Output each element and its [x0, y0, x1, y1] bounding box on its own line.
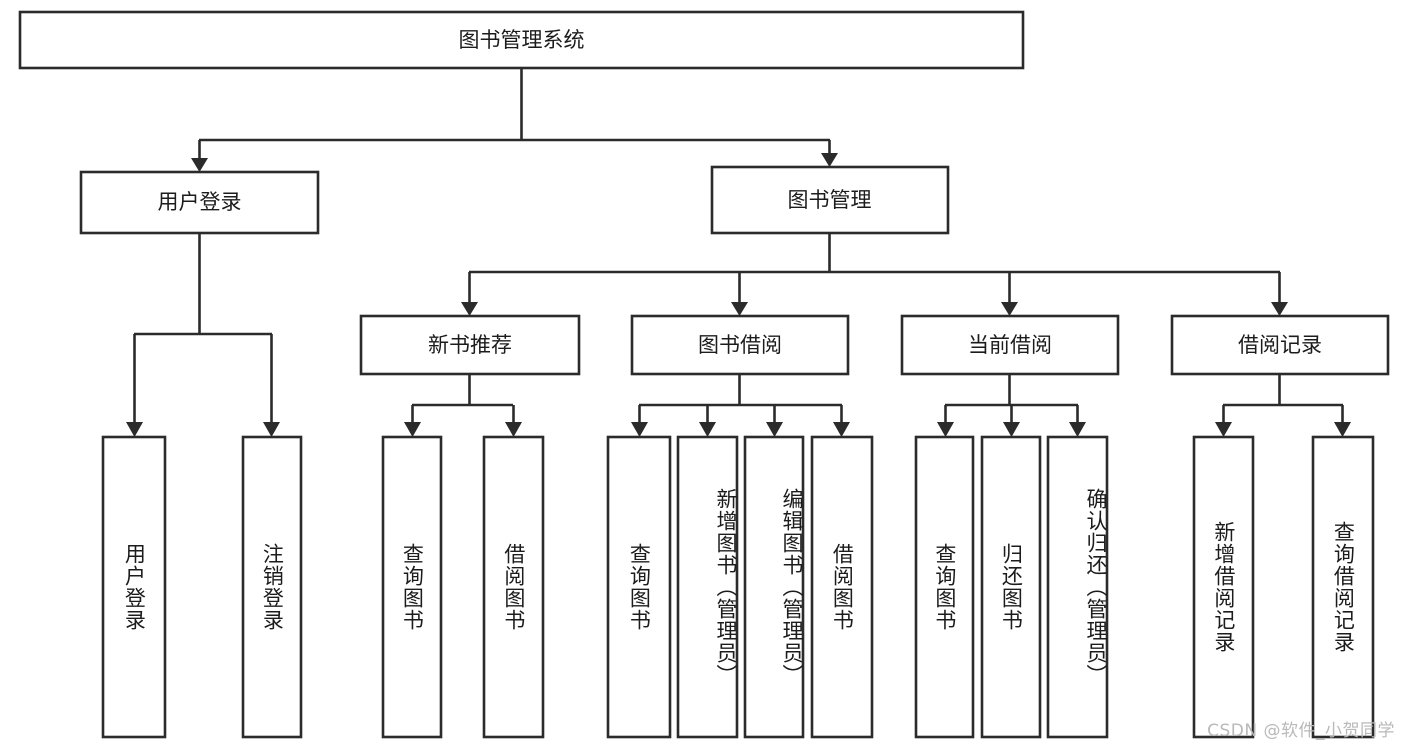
edge-group-root — [191, 68, 838, 172]
arrow-borrowbook-leaf2-icon — [699, 422, 716, 437]
arrow-currentborrow-leaf2-icon — [1003, 422, 1020, 437]
node-new-book-recommend-label: 新书推荐 — [428, 333, 512, 357]
leaf-box-query-borrow-record[interactable] — [1311, 435, 1375, 739]
arrow-borrowbook-leaf3-icon — [766, 422, 783, 437]
leaf-node-boxes — [101, 435, 1375, 739]
arrow-currentborrow-leaf3-icon — [1069, 422, 1086, 437]
edge-group-borrow-book — [631, 374, 850, 437]
edge-group-new-book — [404, 374, 522, 437]
edge-group-user-login — [126, 233, 280, 437]
node-root-system-box[interactable] — [18, 10, 1025, 70]
arrow-userlogin-leaf1-icon — [126, 422, 143, 437]
node-book-management-label: 图书管理 — [788, 188, 872, 212]
leaf-box-return-book[interactable] — [980, 435, 1042, 739]
node-borrow-record[interactable]: 借阅记录 — [1170, 314, 1390, 376]
leaf-box-borrow-book[interactable] — [810, 435, 874, 739]
leaf-box-confirm-return-admin[interactable] — [1046, 435, 1109, 739]
arrow-borrowrecord-leaf2-icon — [1334, 422, 1351, 437]
node-new-book-recommend[interactable]: 新书推荐 — [359, 314, 581, 376]
leaf-box-query-book-new[interactable] — [381, 435, 443, 739]
node-user-login[interactable]: 用户登录 — [79, 170, 320, 235]
edge-group-current-borrow — [937, 374, 1086, 437]
leaf-box-query-book-borrow[interactable] — [606, 435, 672, 739]
node-user-login-box[interactable] — [79, 170, 320, 235]
arrow-newbook-leaf1-icon — [404, 422, 421, 437]
arrow-root-to-book-mgmt-icon — [821, 153, 838, 167]
leaf-box-add-borrow-record[interactable] — [1192, 435, 1255, 739]
node-current-borrow[interactable]: 当前借阅 — [900, 314, 1120, 376]
leaf-box-edit-book-admin[interactable] — [743, 435, 805, 739]
node-root-system-label: 图书管理系统 — [459, 28, 585, 52]
node-user-login-label: 用户登录 — [158, 190, 242, 214]
arrow-userlogin-leaf2-icon — [263, 422, 280, 437]
arrow-to-borrow-book-icon — [731, 302, 748, 316]
node-borrow-record-label: 借阅记录 — [1238, 333, 1322, 357]
leaf-box-query-book-current[interactable] — [914, 435, 975, 739]
leaf-box-user-login[interactable] — [101, 435, 167, 739]
edge-group-borrow-record — [1215, 374, 1351, 437]
arrow-to-current-borrow-icon — [1001, 302, 1018, 316]
csdn-watermark: CSDN @软件_小贺同学 — [1207, 721, 1395, 741]
arrow-to-new-book-icon — [461, 302, 478, 316]
node-borrow-record-box[interactable] — [1170, 314, 1390, 376]
arrow-currentborrow-leaf1-icon — [937, 422, 954, 437]
arrow-root-to-user-login-icon — [191, 158, 208, 172]
arrow-to-borrow-record-icon — [1271, 302, 1288, 316]
node-current-borrow-box[interactable] — [900, 314, 1120, 376]
node-book-management-box[interactable] — [710, 165, 950, 235]
arrow-newbook-leaf2-icon — [505, 422, 522, 437]
arrow-borrowbook-leaf1-icon — [631, 422, 648, 437]
arrow-borrowbook-leaf4-icon — [833, 422, 850, 437]
node-book-management[interactable]: 图书管理 — [710, 165, 950, 235]
node-current-borrow-label: 当前借阅 — [968, 333, 1052, 357]
leaf-box-borrow-book-new[interactable] — [482, 435, 545, 739]
edge-group-book-mgmt — [461, 233, 1288, 316]
arrow-borrowrecord-leaf1-icon — [1215, 422, 1232, 437]
node-book-borrow[interactable]: 图书借阅 — [630, 314, 850, 376]
node-book-borrow-label: 图书借阅 — [698, 333, 782, 357]
leaf-box-logout[interactable] — [241, 435, 303, 739]
node-root-system[interactable]: 图书管理系统 — [18, 10, 1025, 70]
leaf-box-add-book-admin[interactable] — [676, 435, 739, 739]
node-new-book-recommend-box[interactable] — [359, 314, 581, 376]
node-book-borrow-box[interactable] — [630, 314, 850, 376]
